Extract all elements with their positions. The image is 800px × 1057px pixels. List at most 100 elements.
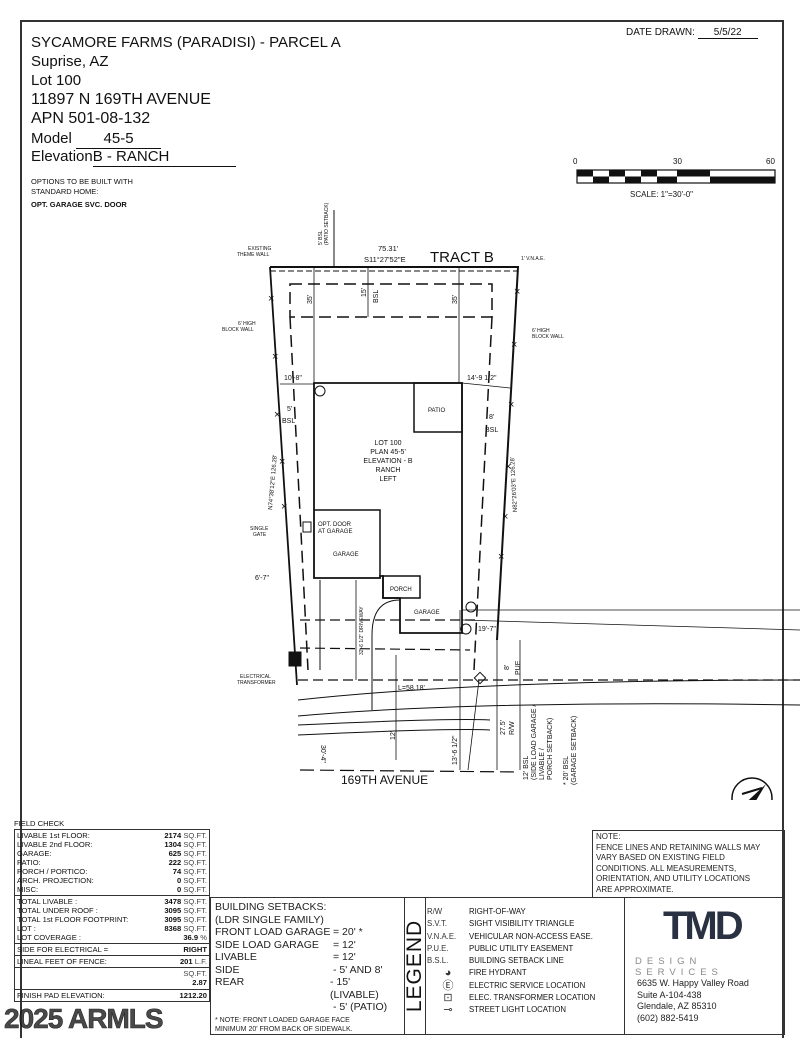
lot-plan-label: LOT 100 PLAN 45-5' ELEVATION - B RANCH L… [363,440,412,483]
building-setbacks: BUILDING SETBACKS: (LDR SINGLE FAMILY) F… [210,897,405,1035]
curve-label: L=58.18' [398,685,425,692]
porch-label: PORCH [390,587,412,593]
row-label: LIVABLE 1st FLOOR: [17,831,90,840]
options-title-line1: OPTIONS TO BE BUILT WITH [31,177,133,186]
left-bearing: N74°38'12"E 126.28' [268,455,279,511]
totals-section: TOTAL LIVABLE :3478 SQ.FT.TOTAL UNDER RO… [14,896,210,944]
areas-row: PORCH / PORTICO:74 SQ.FT. [17,867,207,876]
legend-item: V.N.A.E.VEHICULAR NON-ACCESS EASE. [427,931,595,943]
row-label: TOTAL UNDER ROOF : [17,906,98,915]
areas-row: GARAGE:625 SQ.FT. [17,849,207,858]
tract-label: TRACT B [430,249,494,266]
setback-value: = 12' [333,938,356,951]
obscured-value: 2.87 [192,978,207,987]
vnae-label: 1' V.N.A.E. [521,256,545,262]
fence-value: 201 [179,957,193,966]
row-unit: SQ.FT. [183,831,207,840]
row-unit: SQ.FT. [183,915,207,924]
dim-30: 30'-4" [319,745,326,763]
pad-value: 1212.20 [179,991,207,1000]
areas-row: ARCH. PROJECTION:0 SQ.FT. [17,876,207,885]
legend-abbr: R/W [427,907,443,916]
hose-bib-icon [314,385,326,397]
legend-text: PUBLIC UTILITY EASEMENT [469,943,574,953]
row-value: 222 [168,858,182,867]
legend-abbr: S.V.T. [427,919,448,929]
side-dim: 6'-7" [255,575,269,582]
rear-dim-right: 35' [452,295,459,304]
model-line: Model 45-5 [31,130,162,149]
legend-item: ◕FIRE HYDRANT [427,967,595,979]
legend-abbr: P.U.E. [427,943,449,953]
svg-text:PLAN 45-5': PLAN 45-5' [370,449,406,456]
row-unit: SQ.FT. [183,840,207,849]
fence-markers: ××××× ×××××× [268,286,520,563]
svg-text:×: × [505,461,511,473]
legend-item: B.S.L.BUILDING SETBACK LINE [427,955,595,967]
areas-row: MISC:0 SQ.FT. [17,885,207,894]
setback-row: SIDE- 5' AND 8' [215,964,400,977]
row-unit: SQ.FT. [183,876,207,885]
right-setback: 8' [489,414,494,421]
legend-item: ⊡ELEC. TRANSFORMER LOCATION [427,992,595,1004]
row-label: LOT COVERAGE : [17,933,82,942]
row-label: GARAGE: [17,849,52,858]
scale-tick-30: 30 [673,157,682,166]
model-label: Model [31,130,72,147]
row-label: TOTAL LIVABLE : [17,897,78,906]
fence-label: LINEAL FEET OF FENCE: [17,957,107,966]
address: 11897 N 169TH AVENUE [31,91,211,108]
totals-row: TOTAL UNDER ROOF :3095 SQ.FT. [17,906,207,915]
legend-item: P.U.E. PUBLIC UTILITY EASEMENT [427,943,595,955]
setback-row: SIDE LOAD GARAGE= 12' [215,939,400,952]
totals-row: LOT :8368 SQ.FT. [17,924,207,933]
front-dim: 19'-7" [478,626,496,633]
svg-text:×: × [502,511,508,523]
right-bearing: N82°26'03"E 126.28' [510,457,519,512]
svg-text:LOT 100: LOT 100 [374,440,401,447]
totals-row: LOT COVERAGE :36.9 % [17,933,207,942]
setback-label: SIDE [215,963,240,976]
company-phone: (602) 882-5419 [637,1012,699,1023]
scale-tick-60: 60 [766,157,775,166]
house-footprint [313,382,463,634]
pad-row: FINISH PAD ELEVATION:1212.20 [14,990,210,1002]
electrical-value: RIGHT [183,945,207,954]
setbacks-subtitle: (LDR SINGLE FAMILY) [215,913,324,926]
legend-text: ELEC. TRANSFORMER LOCATION [469,993,596,1003]
svg-text:×: × [514,286,520,298]
svg-text:LEFT: LEFT [379,476,397,483]
scale-label: SCALE: 1"=30'-0" [630,190,693,199]
row-value: 3478 [164,897,182,906]
legend-title: LEGEND [403,898,426,1034]
row-label: LIVABLE 2nd FLOOR: [17,840,93,849]
setback-label: REAR [215,976,245,988]
row-label: PATIO: [17,858,41,867]
obscured-unit: SQ.FT. [183,969,207,978]
dim-12: 12' [390,731,397,740]
row-value: 2174 [164,831,182,840]
legend-text: SIGHT VISIBILITY TRIANGLE [469,919,575,929]
street-light-icon: ⊸ [443,1004,453,1017]
date-value: 5/5/22 [697,27,758,39]
setback-value: = 12' [333,951,356,963]
fire-hydrant-icon: ◕ [444,967,452,980]
areas-row: PATIO:222 SQ.FT. [17,858,207,867]
field-note: NOTE: FENCE LINES AND RETAINING WALLS MA… [592,830,785,897]
company-block: TMD DESIGN SERVICES 6635 W. Happy Valley… [625,897,785,1035]
svg-text:×: × [268,293,274,305]
field-check-title: FIELD CHECK [14,819,65,828]
bsl-12-label: 12' BSL(SIDE LOAD GARAGE /LIVABLE /PORCH… [523,704,554,780]
pue-label: PUE [515,660,522,675]
note-title: NOTE: [596,832,621,841]
apn-line: APN 501-08-132 [31,110,150,128]
legend-text: VEHICULAR NON-ACCESS EASE. [469,931,593,941]
rw-dim: 27.5' [500,720,507,735]
